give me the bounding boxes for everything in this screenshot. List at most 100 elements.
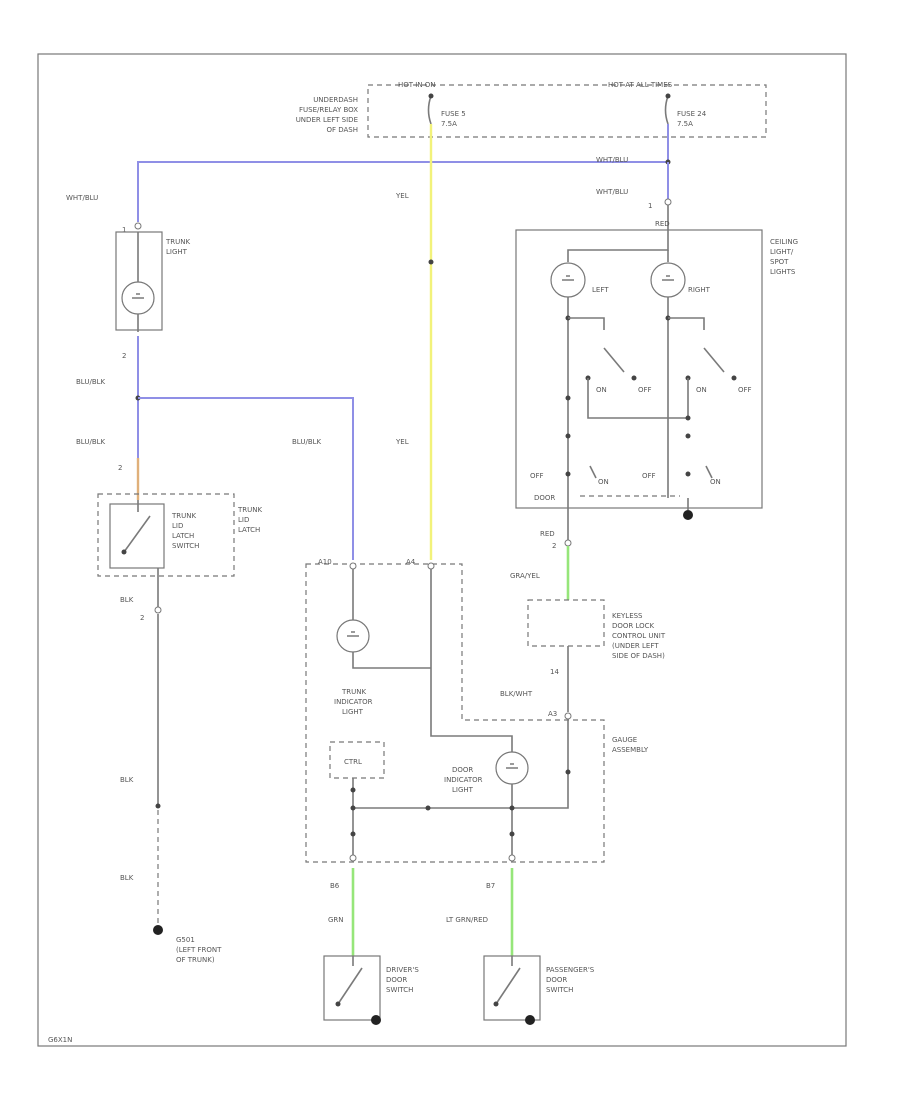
label-ceiling-light-1: LIGHT/ [770, 248, 794, 256]
label-door-indicator-light-1: INDICATOR [444, 776, 483, 784]
label-ctrl: CTRL [344, 758, 362, 766]
label-blk-2: BLK [120, 776, 134, 784]
label-keyless-unit-2: CONTROL UNIT [612, 632, 666, 640]
label-pin-b6: B6 [330, 882, 340, 890]
label-pin-a3: A3 [548, 710, 557, 718]
ceiling-spot-lights: CEILING LIGHT/ SPOT LIGHTS LEFT RIGHT ON… [515, 229, 798, 520]
label-trunk-indicator-light-1: INDICATOR [334, 698, 373, 706]
label-ground-0: G501 [176, 936, 195, 944]
label-trunk-lid-latch-switch-2: LATCH [172, 532, 194, 540]
label-gauge-assembly-0: GAUGE [612, 736, 637, 744]
label-blu-blk-3: BLU/BLK [292, 438, 322, 446]
label-on-4: ON [710, 478, 721, 486]
label-red-bot: RED [540, 530, 555, 538]
label-pin-b7: B7 [486, 882, 495, 890]
label-pin-1b: 1 [122, 226, 126, 234]
label-trunk-lid-latch-0: TRUNK [237, 506, 262, 514]
label-lt-grn-red: LT GRN/RED [446, 916, 488, 924]
label-ground-1: (LEFT FRONT [176, 946, 222, 954]
label-pin-2b: 2 [122, 352, 126, 360]
label-pin-14: 14 [550, 668, 559, 676]
label-drivers-door-switch-1: DOOR [386, 976, 407, 984]
diagram-id: G6X1N [48, 1036, 72, 1044]
underdash-fuse-relay-box: HOT IN ON HOT AT ALL TIMES UNDERDASH FUS… [296, 81, 767, 138]
diagram-frame [37, 53, 847, 1047]
wire-wht-blu-top [137, 124, 669, 222]
label-blk-3: BLK [120, 874, 134, 882]
label-pin-1a: 1 [648, 202, 652, 210]
label-trunk-light-1: LIGHT [166, 248, 188, 256]
label-drivers-door-switch-2: SWITCH [386, 986, 413, 994]
label-wht-blu-right: WHT/BLU [596, 188, 628, 196]
label-grn: GRN [328, 916, 344, 924]
label-hot-at-all-times: HOT AT ALL TIMES [608, 81, 673, 89]
label-on-2: ON [696, 386, 707, 394]
label-blu-blk-1: BLU/BLK [76, 378, 106, 386]
label-pin-2d: 2 [140, 614, 144, 622]
label-off-3: OFF [530, 472, 544, 480]
label-pin-a4: A4 [406, 558, 416, 566]
label-right: RIGHT [688, 286, 711, 294]
keyless-door-lock-control-unit: KEYLESS DOOR LOCK CONTROL UNIT (UNDER LE… [527, 599, 666, 660]
label-trunk-lid-latch-switch-1: LID [172, 522, 183, 530]
label-trunk-indicator-light-2: LIGHT [342, 708, 364, 716]
label-blk-1: BLK [120, 596, 134, 604]
label-trunk-light-0: TRUNK [165, 238, 190, 246]
label-trunk-lid-latch-1: LID [238, 516, 249, 524]
label-door: DOOR [534, 494, 555, 502]
label-off-4: OFF [642, 472, 656, 480]
label-passengers-door-switch-0: PASSENGER'S [546, 966, 595, 974]
label-keyless-unit-0: KEYLESS [612, 612, 643, 620]
label-fuse-5-0: FUSE 5 [441, 110, 466, 118]
label-fuse-24-1: 7.5A [677, 120, 693, 128]
label-on-3: ON [598, 478, 609, 486]
label-door-indicator-light-2: LIGHT [452, 786, 474, 794]
gauge-assembly: GAUGE ASSEMBLY A10 A4 TRUNK INDICATOR LI… [305, 558, 649, 863]
label-fusebox-0: UNDERDASH [313, 96, 358, 104]
label-left: LEFT [592, 286, 609, 294]
trunk-lid-latch-switch: TRUNK LID LATCH SWITCH TRUNK LID LATCH [97, 493, 262, 577]
label-blk-wht: BLK/WHT [500, 690, 533, 698]
label-yel-mid: YEL [395, 438, 409, 446]
label-fusebox-1: FUSE/RELAY BOX [299, 106, 358, 114]
label-trunk-lid-latch-switch-0: TRUNK [171, 512, 196, 520]
label-keyless-unit-3: (UNDER LEFT [612, 642, 659, 650]
label-on-1: ON [596, 386, 607, 394]
label-passengers-door-switch-2: SWITCH [546, 986, 573, 994]
label-pin-2c: 2 [118, 464, 122, 472]
label-hot-in-on: HOT IN ON [398, 81, 436, 89]
label-fusebox-2: UNDER LEFT SIDE [296, 116, 358, 124]
label-trunk-indicator-light-0: TRUNK [341, 688, 366, 696]
wire-blu-blk-gauge [138, 397, 354, 560]
label-gauge-assembly-1: ASSEMBLY [612, 746, 649, 754]
label-wht-blu-top: WHT/BLU [596, 156, 628, 164]
label-ceiling-light-0: CEILING [770, 238, 798, 246]
label-wht-blu-left: WHT/BLU [66, 194, 98, 202]
label-door-indicator-light-0: DOOR [452, 766, 473, 774]
label-blu-blk-2: BLU/BLK [76, 438, 106, 446]
label-fusebox-3: OF DASH [326, 126, 358, 134]
trunk-light: 1 TRUNK LIGHT [115, 222, 190, 332]
label-off-2: OFF [738, 386, 752, 394]
label-fuse-24-0: FUSE 24 [677, 110, 707, 118]
label-off-1: OFF [638, 386, 652, 394]
label-ceiling-light-2: SPOT [770, 258, 789, 266]
label-trunk-lid-latch-2: LATCH [238, 526, 260, 534]
label-ground-2: OF TRUNK) [176, 956, 215, 964]
label-yel-top: YEL [395, 192, 409, 200]
ground-g501-symbol [153, 925, 163, 935]
label-passengers-door-switch-1: DOOR [546, 976, 567, 984]
label-pin-2a: 2 [552, 542, 556, 550]
drivers-door-switch: DRIVER'S DOOR SWITCH [323, 955, 419, 1025]
label-red-top: RED [655, 220, 670, 228]
label-keyless-unit-1: DOOR LOCK [612, 622, 655, 630]
label-drivers-door-switch-0: DRIVER'S [386, 966, 419, 974]
label-ceiling-light-3: LIGHTS [770, 268, 796, 276]
label-keyless-unit-4: SIDE OF DASH) [612, 652, 665, 660]
label-gra-yel: GRA/YEL [510, 572, 540, 580]
label-pin-a10: A10 [318, 558, 332, 566]
label-fuse-5-1: 7.5A [441, 120, 457, 128]
passengers-door-switch: PASSENGER'S DOOR SWITCH [483, 955, 595, 1025]
label-trunk-lid-latch-switch-3: SWITCH [172, 542, 199, 550]
